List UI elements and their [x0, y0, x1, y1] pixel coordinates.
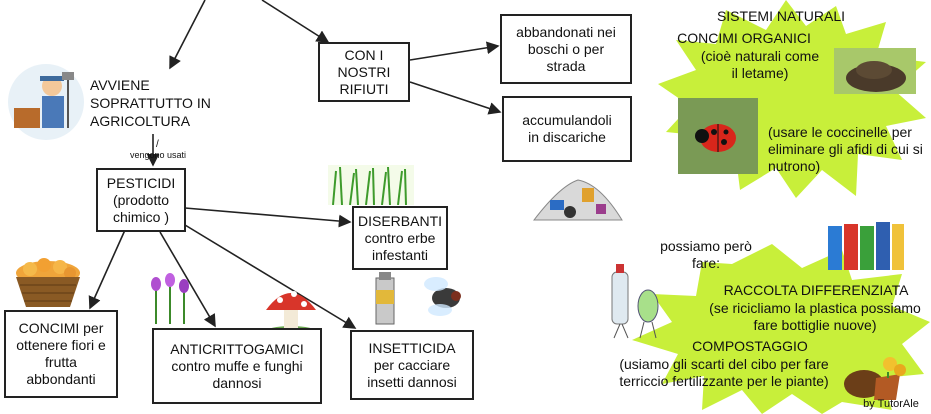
ladybug-picture [678, 98, 758, 174]
anticrittogamici-title: ANTICRITTOGAMICI [170, 340, 304, 357]
avviene-label: AVVIENE SOPRATTUTTO IN AGRICOLTURA [90, 77, 211, 129]
concimi-title: CONCIMI per [18, 320, 104, 336]
insetticida-subtitle: per cacciare insetti dannosi [367, 356, 457, 390]
rifiuti-label: CON I NOSTRI RIFIUTI [337, 46, 391, 97]
anticrittogamici-box: ANTICRITTOGAMICI contro muffe e funghi d… [152, 328, 322, 404]
insetticida-title: INSETTICIDA [368, 339, 456, 356]
diserbanti-subtitle: contro erbe infestanti [364, 229, 436, 263]
garbage-dump-picture [532, 179, 623, 221]
fruit-basket-picture [16, 258, 80, 307]
arrow-to-discariche [409, 81, 502, 115]
diserbanti-title: DISERBANTI [358, 212, 443, 229]
grass-picture [328, 165, 414, 205]
sistemi-naturali-title: SISTEMI NATURALI [716, 8, 846, 24]
vengono-usati-label: vengono usati [129, 150, 187, 160]
spray-and-fly-picture [375, 272, 461, 325]
arrow-to-abbandonati [409, 41, 500, 61]
compostaggio-subtitle: (usiamo gli scarti del cibo per fare ter… [619, 356, 829, 389]
abbandonati-label: abbandonati nei boschi o per strada [516, 23, 616, 74]
diserbanti-box: DISERBANTI contro erbe infestanti [352, 206, 448, 270]
tulips-picture [151, 273, 189, 324]
abbandonati-box: abbandonati nei boschi o per strada [500, 14, 632, 84]
raccolta-subtitle: (se ricicliamo la plastica possiamo fare… [709, 300, 921, 333]
arrow-to-insetticida [184, 224, 357, 329]
concimi-subtitle: ottenere fiori e frutta abbondanti [16, 337, 106, 387]
anticrittogamici-subtitle: contro muffe e funghi dannosi [171, 357, 303, 391]
pesticidi-title: PESTICIDI [106, 174, 176, 191]
possiamo-label: possiamo però fare: [660, 238, 752, 271]
concimi-organici-label: CONCIMI ORGANICI [677, 30, 811, 46]
cioe-naturali-label: (cioè naturali come il letame) [700, 48, 820, 81]
arrow-to-avviene [169, 0, 206, 70]
compost-pot-picture [844, 357, 906, 400]
arrow-to-concimi [88, 229, 126, 310]
arrow-to-rifiuti [261, 0, 330, 43]
insetticida-box: INSETTICIDA per cacciare insetti dannosi [350, 330, 474, 400]
arrow-to-diserbanti [184, 207, 352, 228]
discariche-label: accumulandoli in discariche [522, 112, 612, 145]
bottle-characters-picture [611, 264, 659, 339]
concimi-box: CONCIMI per ottenere fiori e frutta abbo… [4, 310, 118, 398]
farmer-illustration [8, 64, 84, 140]
arrow-to-anticrittogamici [159, 231, 216, 328]
recycling-bins-picture [828, 222, 904, 270]
manure-picture [834, 48, 916, 94]
coccinelle-label: (usare le coccinelle per eliminare gli a… [768, 124, 923, 174]
credit-label: by TutorAle [863, 398, 919, 410]
discariche-box: accumulandoli in discariche [502, 96, 632, 162]
pesticidi-subtitle: (prodotto chimico ) [112, 191, 170, 225]
rifiuti-box: CON I NOSTRI RIFIUTI [318, 42, 410, 102]
compostaggio-title: COMPOSTAGGIO [692, 338, 808, 354]
raccolta-title: RACCOLTA DIFFERENZIATA [723, 282, 909, 298]
pesticidi-box: PESTICIDI (prodotto chimico ) [96, 168, 186, 232]
